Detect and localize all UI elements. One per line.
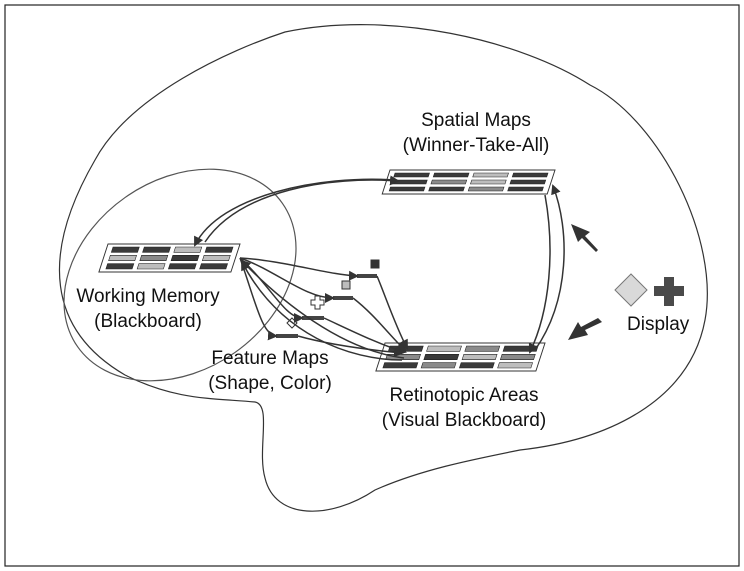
connection-arrows (194, 175, 565, 361)
grid-cell (497, 362, 534, 369)
feature-maps-label: Feature Maps (211, 348, 328, 369)
retinotopic-areas-sublabel: (Visual Blackboard) (382, 410, 546, 431)
retinotopic-grid (375, 342, 546, 372)
grid-cell (432, 172, 470, 178)
grid-cell (420, 362, 457, 369)
retinotopic-areas-label: Retinotopic Areas (390, 385, 539, 406)
grid-cell (199, 263, 229, 270)
grid-cell (423, 354, 460, 360)
display-arrow-up (571, 224, 598, 252)
brain-outline (58, 24, 708, 512)
grid-cell (204, 246, 234, 253)
spatial-maps-label: Spatial Maps (421, 110, 531, 131)
grid-cell (507, 186, 544, 192)
outer-frame (4, 4, 740, 567)
grid-cell (426, 345, 462, 352)
working-memory-sublabel: (Blackboard) (94, 311, 202, 332)
grid-cell (428, 186, 465, 192)
grid-cell (173, 246, 203, 253)
feature-map-strip-1 (276, 334, 298, 338)
grid-cell (136, 263, 166, 270)
feature-map-strip-3 (333, 296, 353, 300)
grid-cell (170, 255, 200, 261)
cross-icon (654, 277, 684, 306)
grid-cell (105, 263, 135, 270)
working-memory-label: Working Memory (76, 286, 220, 307)
grid-cell (110, 246, 140, 253)
grid-cell (430, 179, 468, 185)
grid-cell (470, 179, 507, 185)
spatial-map-grid (381, 169, 556, 195)
grid-cell (458, 362, 495, 369)
grid-cell (108, 255, 137, 261)
display-label: Display (627, 314, 690, 335)
cross-icon (310, 295, 325, 310)
grid-cell (464, 345, 501, 352)
feature-map-strip-2 (302, 316, 324, 320)
working-memory-region (63, 168, 297, 382)
grid-cell (472, 172, 509, 178)
grid-cell (388, 186, 426, 192)
grid-cell (509, 179, 547, 185)
grid-cell (167, 263, 197, 270)
grid-cell (393, 172, 430, 178)
grid-cell (142, 246, 171, 253)
grid-cell (511, 172, 549, 178)
working-memory-grid (98, 243, 241, 273)
grid-cell (139, 255, 169, 261)
grid-cell (467, 186, 505, 192)
display-arrow-down (568, 318, 602, 340)
diamond-icon (614, 273, 648, 307)
grid-cell (382, 362, 419, 369)
grid-cell (499, 354, 536, 360)
square-icon (370, 259, 380, 269)
square-icon (341, 280, 351, 290)
feature-map-strip-4 (357, 274, 377, 278)
grid-cell (461, 354, 498, 360)
feature-maps-sublabel: (Shape, Color) (208, 373, 332, 394)
spatial-maps-sublabel: (Winner-Take-All) (403, 135, 550, 156)
grid-cell (201, 255, 231, 261)
